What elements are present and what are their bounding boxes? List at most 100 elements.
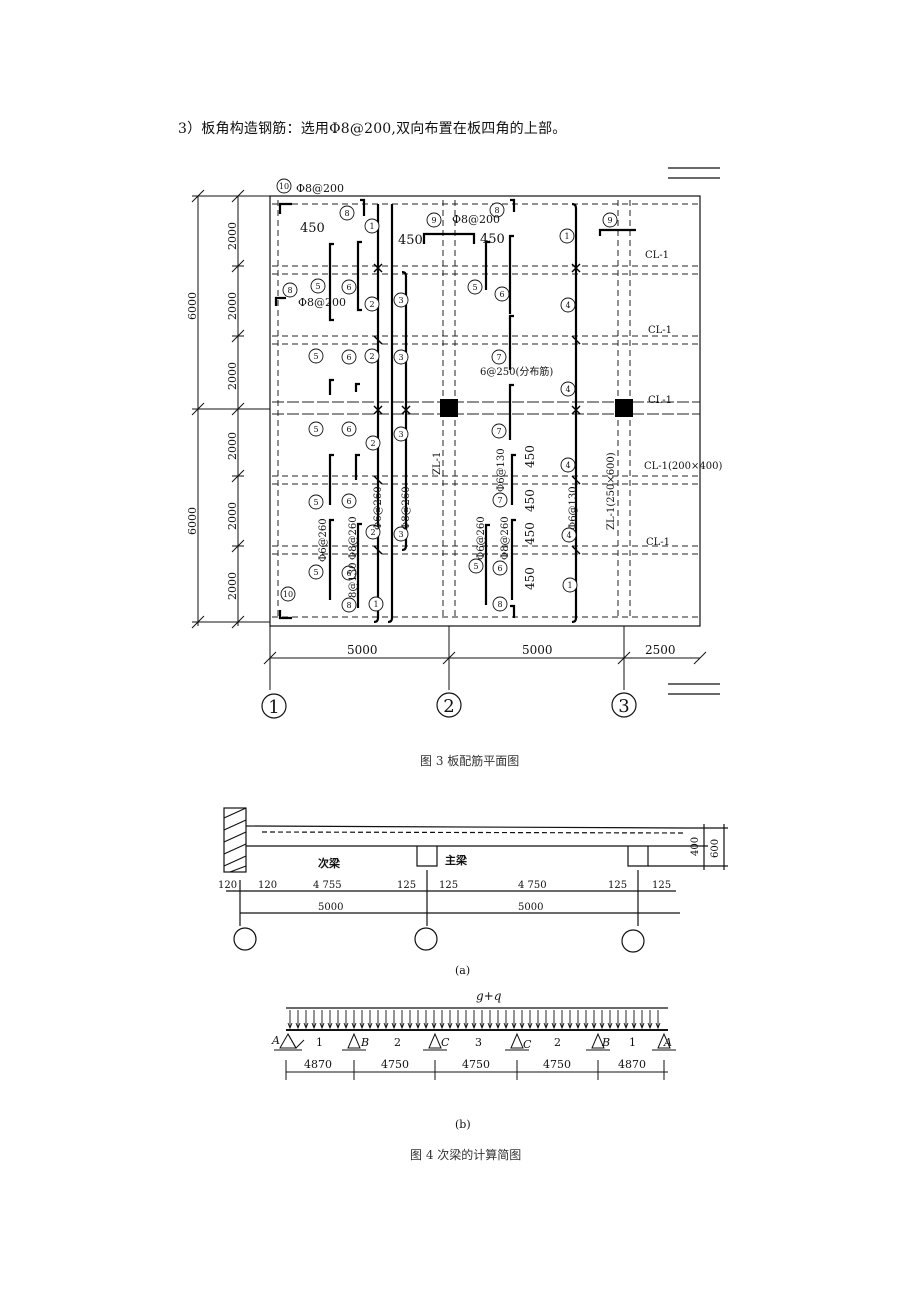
load-arrow-head bbox=[359, 1022, 365, 1030]
note-top9: Φ8@200 bbox=[452, 213, 500, 226]
svg-text:5: 5 bbox=[313, 352, 318, 361]
beam-label-1: CL-1 bbox=[645, 250, 669, 261]
left-dimension-texts: 2000 2000 2000 2000 2000 2000 6000 6000 bbox=[186, 222, 239, 600]
load-arrow-head bbox=[487, 1022, 493, 1030]
dim-left-total-2: 6000 bbox=[186, 507, 199, 535]
load-arrow-head bbox=[615, 1022, 621, 1030]
dim-left-3: 2000 bbox=[226, 362, 239, 390]
load-arrow-head bbox=[559, 1022, 565, 1030]
load-arrow-head bbox=[583, 1022, 589, 1030]
load-arrow-head bbox=[591, 1022, 597, 1030]
label-secondary-beam: 次梁 bbox=[318, 856, 341, 870]
note-v2: Φ8@260 bbox=[348, 516, 359, 560]
svg-text:2: 2 bbox=[370, 439, 375, 448]
load-arrow-head bbox=[463, 1022, 469, 1030]
beam-label-3: CL-1 bbox=[648, 395, 672, 406]
beam-label-2: CL-1 bbox=[648, 325, 672, 336]
load-arrow-head bbox=[287, 1022, 293, 1030]
svg-text:4870: 4870 bbox=[304, 1058, 332, 1071]
note-v7: Φ6@130 bbox=[568, 486, 579, 530]
load-arrow-head bbox=[319, 1022, 325, 1030]
svg-text:7: 7 bbox=[497, 496, 502, 505]
zl-label-2: ZL-1(250×600) bbox=[606, 452, 617, 530]
load-arrow-head bbox=[535, 1022, 541, 1030]
load-arrow-head bbox=[431, 1022, 437, 1030]
zl-label-1: ZL-1 bbox=[432, 452, 443, 475]
svg-text:6: 6 bbox=[346, 569, 351, 578]
note-v8: Φ6@260 bbox=[476, 516, 487, 560]
load-arrow-head bbox=[383, 1022, 389, 1030]
load-arrow-head bbox=[327, 1022, 333, 1030]
svg-text:5: 5 bbox=[473, 562, 478, 571]
svg-text:1: 1 bbox=[629, 1036, 636, 1049]
load-arrow-head bbox=[343, 1022, 349, 1030]
load-arrow-head bbox=[439, 1022, 445, 1030]
load-arrow-head bbox=[423, 1022, 429, 1030]
note-v4: Φ6@260 bbox=[373, 486, 384, 530]
svg-text:C: C bbox=[441, 1036, 450, 1049]
svg-text:2: 2 bbox=[369, 300, 374, 309]
dim-left-5: 2000 bbox=[226, 502, 239, 530]
axis-3: 3 bbox=[618, 696, 629, 717]
figure-3-caption: 图 3 板配筋平面图 bbox=[420, 754, 520, 768]
bottom-dimensions bbox=[263, 626, 707, 690]
dim-bottom-2: 5000 bbox=[522, 643, 553, 657]
note-v9: Φ8@260 bbox=[500, 516, 511, 560]
svg-text:6: 6 bbox=[346, 353, 351, 362]
dim-left-4: 2000 bbox=[226, 432, 239, 460]
svg-text:4750: 4750 bbox=[462, 1058, 490, 1071]
svg-text:120: 120 bbox=[218, 880, 237, 891]
dim-bottom-3: 2500 bbox=[645, 643, 676, 657]
load-arrow-head bbox=[647, 1022, 653, 1030]
column-2 bbox=[440, 399, 458, 417]
svg-text:2: 2 bbox=[370, 528, 375, 537]
svg-text:5: 5 bbox=[313, 498, 318, 507]
svg-text:2: 2 bbox=[394, 1036, 401, 1049]
load-arrows bbox=[287, 1010, 661, 1030]
fig4a-label: (a) bbox=[455, 964, 470, 977]
svg-text:9: 9 bbox=[431, 216, 436, 225]
svg-text:3: 3 bbox=[398, 296, 403, 305]
svg-text:3: 3 bbox=[398, 530, 403, 539]
load-arrow-head bbox=[607, 1022, 613, 1030]
bottom-dimension-texts: 5000 5000 2500 bbox=[347, 643, 676, 657]
svg-text:A: A bbox=[663, 1036, 672, 1049]
svg-text:10: 10 bbox=[283, 590, 293, 599]
svg-text:9: 9 bbox=[607, 216, 612, 225]
load-arrow-head bbox=[655, 1022, 661, 1030]
load-arrow-head bbox=[503, 1022, 509, 1030]
load-arrow-head bbox=[519, 1022, 525, 1030]
svg-text:125: 125 bbox=[608, 880, 627, 891]
svg-text:3: 3 bbox=[475, 1036, 482, 1049]
load-arrow-head bbox=[303, 1022, 309, 1030]
svg-text:7: 7 bbox=[496, 427, 501, 436]
load-arrow-head bbox=[375, 1022, 381, 1030]
svg-text:4750: 4750 bbox=[381, 1058, 409, 1071]
svg-text:1: 1 bbox=[316, 1036, 323, 1049]
rebar-markers bbox=[276, 178, 618, 613]
load-arrow-head bbox=[479, 1022, 485, 1030]
svg-text:A: A bbox=[271, 1034, 280, 1047]
axis-bubbles bbox=[261, 692, 637, 719]
dim-bottom-1: 5000 bbox=[347, 643, 378, 657]
svg-text:2: 2 bbox=[369, 352, 374, 361]
svg-text:4: 4 bbox=[566, 531, 571, 540]
svg-text:5: 5 bbox=[472, 283, 477, 292]
load-label: g+q bbox=[476, 989, 502, 1003]
svg-text:C: C bbox=[523, 1038, 532, 1051]
svg-text:8: 8 bbox=[497, 600, 502, 609]
note-450-c: 450 bbox=[480, 232, 505, 247]
svg-text:1: 1 bbox=[369, 222, 374, 231]
rebars bbox=[274, 198, 636, 624]
dim-left-total-1: 6000 bbox=[186, 292, 199, 320]
svg-text:6: 6 bbox=[497, 564, 502, 573]
note-450-a: 450 bbox=[300, 221, 325, 236]
svg-text:3: 3 bbox=[398, 353, 403, 362]
svg-text:4 750: 4 750 bbox=[518, 880, 547, 891]
slab-outline bbox=[269, 195, 701, 627]
load-arrow-head bbox=[575, 1022, 581, 1030]
beam-label-5: CL-1 bbox=[646, 537, 670, 548]
note-corner10: Φ8@200 bbox=[296, 182, 344, 195]
svg-text:B: B bbox=[601, 1036, 610, 1049]
